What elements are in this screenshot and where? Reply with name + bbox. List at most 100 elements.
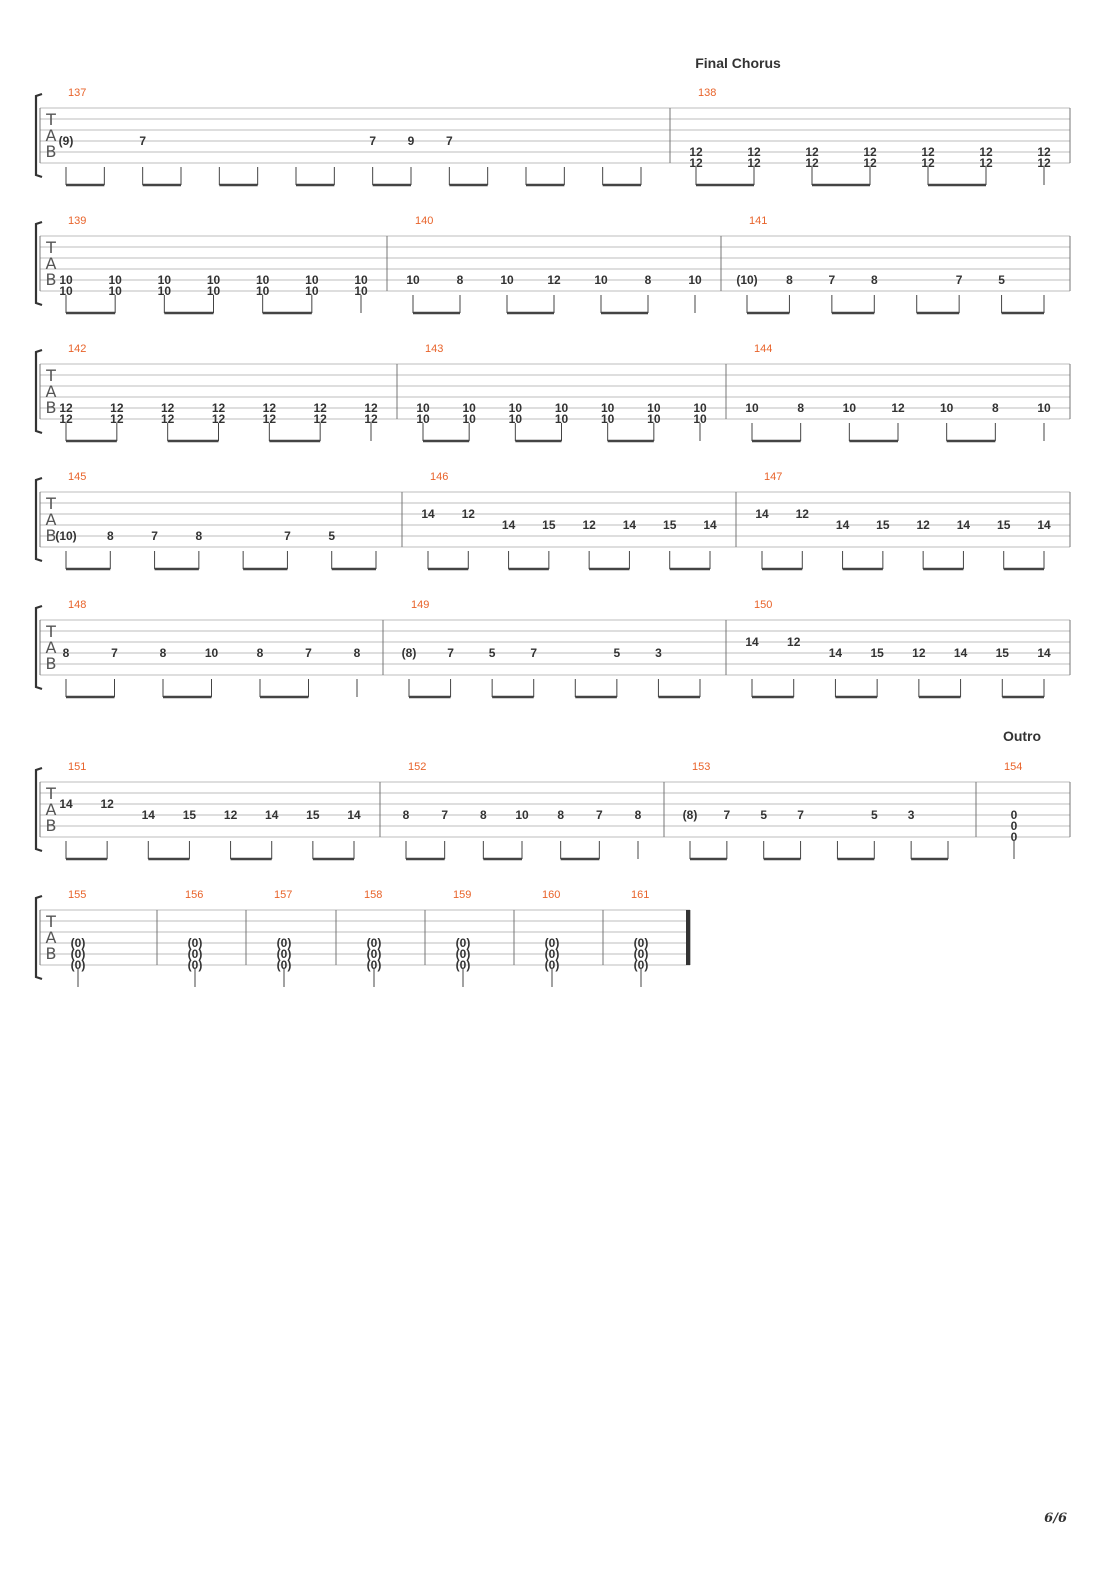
fret-number: (8) [402, 646, 417, 660]
fret-number: 8 [635, 808, 642, 822]
fret-number: 7 [446, 134, 453, 148]
fret-number: 14 [623, 518, 637, 532]
fret-number: 12 [59, 401, 73, 415]
fret-number: 8 [63, 646, 70, 660]
fret-number: (0) [188, 958, 203, 972]
fret-number: (0) [188, 936, 203, 950]
fret-number: 12 [59, 412, 73, 426]
fret-number: 10 [601, 412, 615, 426]
fret-number: 14 [142, 808, 156, 822]
fret-number: 12 [212, 401, 226, 415]
tab-clef-letter: B [46, 654, 57, 673]
fret-number: 10 [462, 401, 476, 415]
fret-number: 12 [796, 507, 810, 521]
fret-number: 10 [843, 401, 857, 415]
fret-number: 7 [284, 529, 291, 543]
fret-number: 12 [805, 156, 819, 170]
fret-number: 10 [647, 412, 661, 426]
fret-number: 10 [693, 412, 707, 426]
fret-number: 8 [354, 646, 361, 660]
fret-number: 10 [745, 401, 759, 415]
bar-number: 151 [68, 761, 86, 773]
fret-number: 7 [596, 808, 603, 822]
fret-number: 10 [406, 273, 420, 287]
tab-clef-letter: T [45, 238, 56, 257]
tab-clef-letter: B [46, 142, 57, 161]
bar-number: 142 [68, 343, 86, 355]
bar-number: 144 [754, 343, 772, 355]
fret-number: 10 [256, 284, 270, 298]
tab-clef-letter: A [46, 254, 57, 273]
fret-number: (10) [55, 529, 76, 543]
tab-clef-letter: B [46, 526, 57, 545]
fret-number: 8 [557, 808, 564, 822]
fret-number: 14 [745, 635, 759, 649]
fret-number: 10 [108, 284, 122, 298]
fret-number: 14 [59, 797, 73, 811]
tab-clef-letter: T [45, 366, 56, 385]
bar-number: 140 [415, 215, 433, 227]
tab-clef-letter: A [46, 638, 57, 657]
fret-number: 12 [747, 156, 761, 170]
fret-number: 14 [1037, 518, 1051, 532]
system-bracket [34, 894, 43, 981]
fret-number: 10 [207, 273, 221, 287]
fret-number: 8 [871, 273, 878, 287]
fret-number: 0 [1011, 808, 1018, 822]
fret-number: 7 [151, 529, 158, 543]
fret-number: 12 [462, 507, 476, 521]
fret-number: 0 [1011, 830, 1018, 844]
bar-number: 153 [692, 761, 710, 773]
system-bracket [34, 92, 43, 179]
fret-number: 7 [724, 808, 731, 822]
fret-number: (0) [545, 958, 560, 972]
fret-number: 14 [957, 518, 971, 532]
tab-clef-letter: A [46, 928, 57, 947]
bar-number: 141 [749, 215, 767, 227]
fret-number: 15 [306, 808, 320, 822]
fret-number: 7 [797, 808, 804, 822]
fret-number: 12 [921, 145, 935, 159]
bar-number: 150 [754, 599, 772, 611]
fret-number: 8 [457, 273, 464, 287]
final-barline [686, 910, 690, 965]
fret-number: (0) [456, 958, 471, 972]
section-label: Final Chorus [695, 55, 781, 71]
fret-number: 10 [207, 284, 221, 298]
bar-number: 159 [453, 889, 471, 901]
fret-number: 3 [655, 646, 662, 660]
tab-clef-letter: T [45, 784, 56, 803]
fret-number: 5 [760, 808, 767, 822]
fret-number: 12 [161, 401, 175, 415]
fret-number: 10 [509, 412, 523, 426]
fret-number: 10 [515, 808, 529, 822]
fret-number: 14 [502, 518, 516, 532]
fret-number: 8 [992, 401, 999, 415]
tab-clef-letter: B [46, 944, 57, 963]
fret-number: 10 [256, 273, 270, 287]
tab-clef-letter: B [46, 398, 57, 417]
fret-number: 7 [305, 646, 312, 660]
fret-number: 10 [354, 273, 368, 287]
fret-number: 15 [663, 518, 677, 532]
tab-clef-letter: T [45, 622, 56, 641]
fret-number: 8 [257, 646, 264, 660]
fret-number: 10 [500, 273, 514, 287]
bar-number: 155 [68, 889, 86, 901]
tab-clef-letter: T [45, 110, 56, 129]
tab-clef-letter: A [46, 510, 57, 529]
fret-number: 8 [786, 273, 793, 287]
section-label: Outro [1003, 728, 1041, 744]
bar-number: 145 [68, 471, 86, 483]
fret-number: 12 [979, 145, 993, 159]
fret-number: 10 [158, 284, 172, 298]
fret-number: 12 [689, 156, 703, 170]
bar-number: 158 [364, 889, 382, 901]
fret-number: 14 [954, 646, 968, 660]
fret-number: (0) [456, 936, 471, 950]
fret-number: 12 [110, 401, 124, 415]
fret-number: 10 [108, 273, 122, 287]
fret-number: 0 [1011, 819, 1018, 833]
fret-number: 10 [158, 273, 172, 287]
fret-number: 12 [912, 646, 926, 660]
